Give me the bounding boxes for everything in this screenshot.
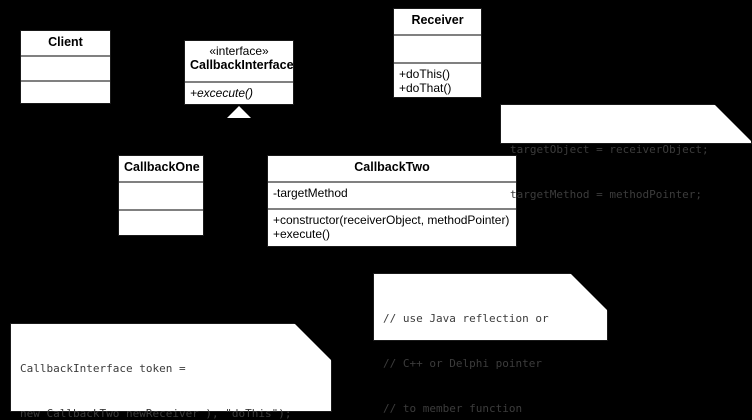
class-name-label-callbackinterface: CallbackInterface [190,58,294,72]
note-usage-example[interactable]: CallbackInterface token = new CallbackTw… [10,323,332,420]
class-attributes-receiver [394,34,481,62]
note-line: targetObject = receiverObject; [510,143,709,156]
class-box-callbackone[interactable]: CallbackOne [118,155,204,236]
note-line: // use Java reflection or [383,312,549,325]
note-target-assignment[interactable]: targetObject = receiverObject; targetMet… [500,104,752,201]
note-fold-edge-icon [725,104,752,131]
class-box-callbackinterface[interactable]: «interface» CallbackInterface +excecute(… [184,40,294,105]
note-line: // to member function [383,402,523,415]
operation-execute: +execute() [273,227,331,241]
note-line: targetMethod = methodPointer; [510,188,703,201]
class-operations-callbackinterface: +excecute() [185,81,293,106]
class-box-callbacktwo[interactable]: CallbackTwo -targetMethod +constructor(r… [267,155,517,247]
class-attributes-callbackone [119,181,203,209]
note-line: new CallbackTwo newReceiver ), "doThis")… [20,407,292,420]
class-name-callbackinterface: «interface» CallbackInterface [185,41,294,81]
note-fold-edge-icon [581,273,608,300]
note-line: // C++ or Delphi pointer [383,357,542,370]
class-attributes-client [21,55,110,80]
class-name-callbackone: CallbackOne [124,160,200,174]
class-name-client: Client [48,35,83,49]
class-box-client[interactable]: Client [20,30,111,104]
class-operations-callbacktwo: +constructor(receiverObject, methodPoint… [268,208,516,248]
generalization-triangle-icon [227,106,251,118]
operation-dothis: +doThis() [399,67,451,81]
operation-constructor: +constructor(receiverObject, methodPoint… [273,213,510,227]
note-line: CallbackInterface token = [20,362,186,375]
class-name-callbacktwo: CallbackTwo [354,160,430,174]
attribute-targetmethod: -targetMethod [273,186,348,200]
operation-dothat: +doThat() [399,81,452,95]
note-reflection-pointer[interactable]: // use Java reflection or // C++ or Delp… [373,273,608,415]
operation-excecute: +excecute() [190,86,254,100]
class-attributes-callbacktwo: -targetMethod [268,181,516,208]
note-fold-edge-icon [305,323,332,350]
class-name-receiver: Receiver [411,13,464,27]
class-operations-client [21,80,110,105]
class-operations-receiver: +doThis() +doThat() [394,62,481,99]
class-box-receiver[interactable]: Receiver +doThis() +doThat() [393,8,482,98]
class-stereotype-interface: «interface» [209,44,269,58]
class-operations-callbackone [119,209,203,237]
